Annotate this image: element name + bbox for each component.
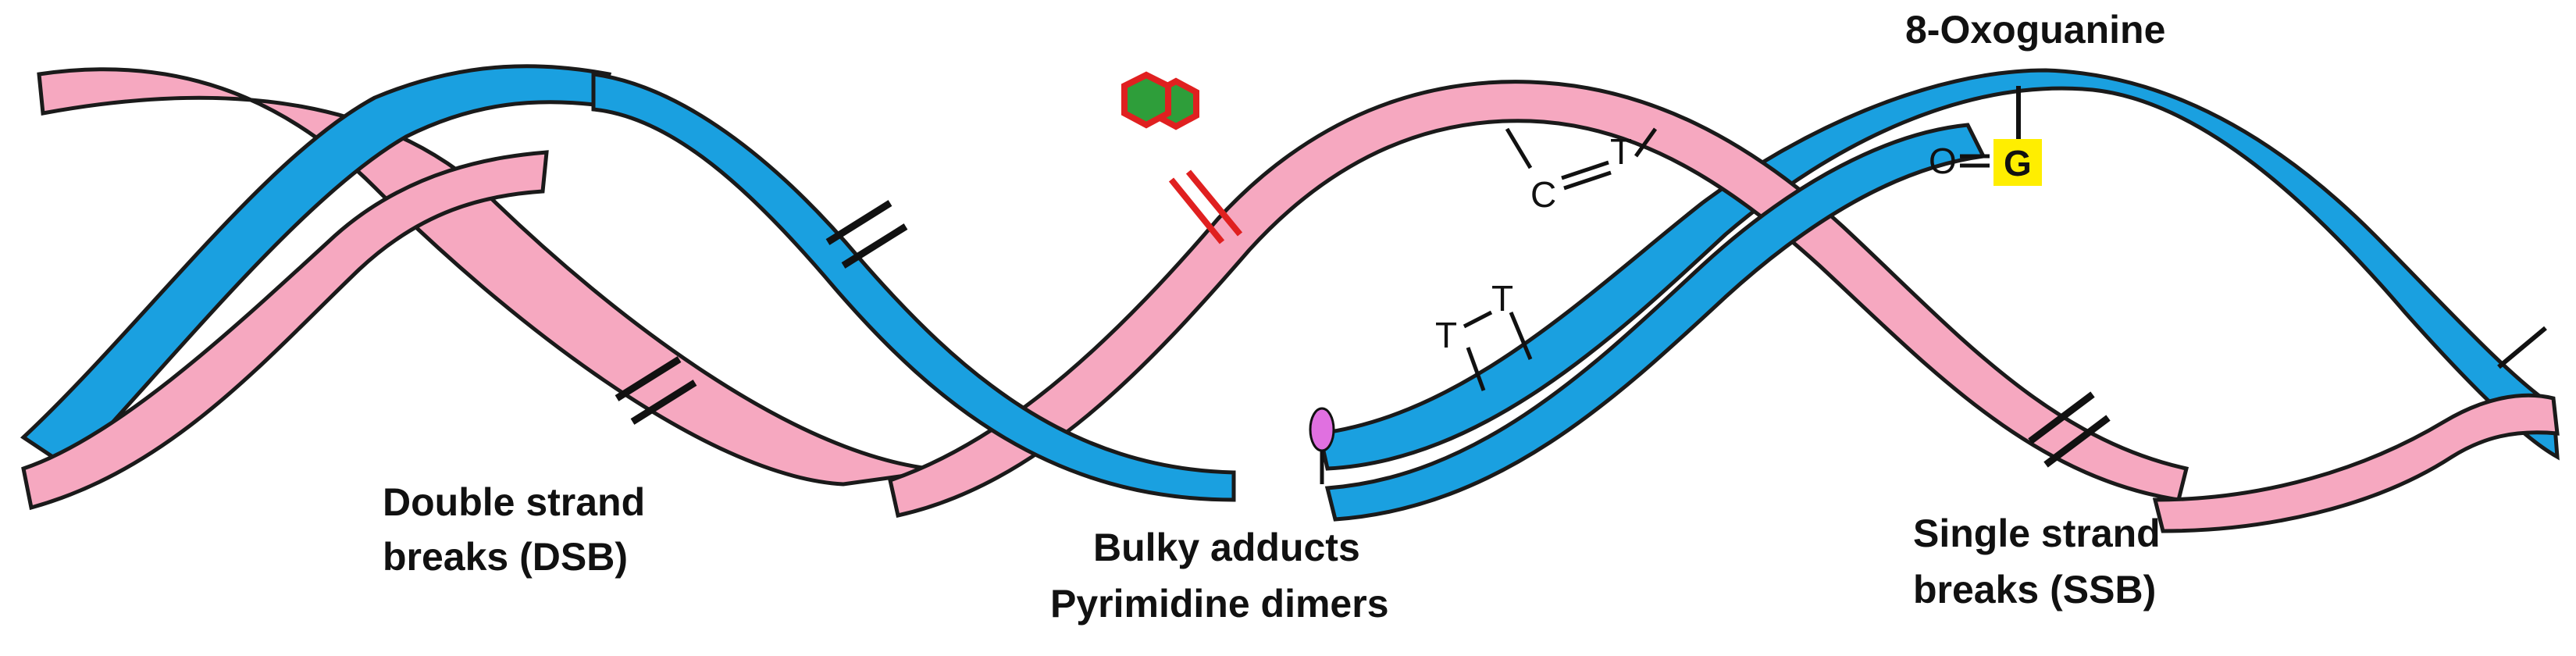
- pink-strand-1: [21, 150, 549, 511]
- bulky-label-line1: Bulky adducts: [1093, 526, 1360, 569]
- dsb-label-line2: breaks (DSB): [383, 535, 628, 579]
- break-mark-icon: [615, 356, 697, 425]
- thymine-dimer: T T: [1435, 278, 1533, 391]
- adduct-marker-icon: [1309, 407, 1335, 484]
- bulky-label-line2: Pyrimidine dimers: [1050, 582, 1389, 626]
- blue-strand-1: [20, 64, 612, 472]
- dsb-label-line1: Double strand: [383, 480, 645, 524]
- break-marks: [615, 200, 2547, 468]
- bulky-adduct-icon: [1121, 71, 1243, 244]
- guanine-text: G: [2004, 143, 2032, 184]
- t-left-text: T: [1435, 315, 1457, 355]
- break-mark-icon: [2028, 391, 2111, 468]
- pink-strand-3: [2152, 393, 2560, 533]
- pink-strand-2: [888, 80, 2189, 518]
- c-base-text: C: [1530, 174, 1556, 215]
- oxoguanine-icon: O G: [1929, 86, 2042, 186]
- t-right-text: T: [1491, 278, 1513, 319]
- labels: Double strand breaks (DSB) Bulky adducts…: [383, 8, 2165, 626]
- ssb-label-line2: breaks (SSB): [1913, 568, 2156, 611]
- break-mark-icon: [825, 200, 908, 269]
- oxygen-text: O: [1929, 141, 1957, 181]
- helix-front: [20, 64, 2560, 533]
- blue-strand-2: [591, 72, 1236, 502]
- ssb-label-line1: Single strand: [1913, 512, 2161, 555]
- strand-end-tick: [2497, 326, 2547, 369]
- t-base-text: T: [1610, 131, 1632, 172]
- oxoguanine-label: 8-Oxoguanine: [1905, 8, 2165, 52]
- guanine-highlight: [1993, 139, 2042, 186]
- c-t-lesion: C T: [1505, 127, 1658, 215]
